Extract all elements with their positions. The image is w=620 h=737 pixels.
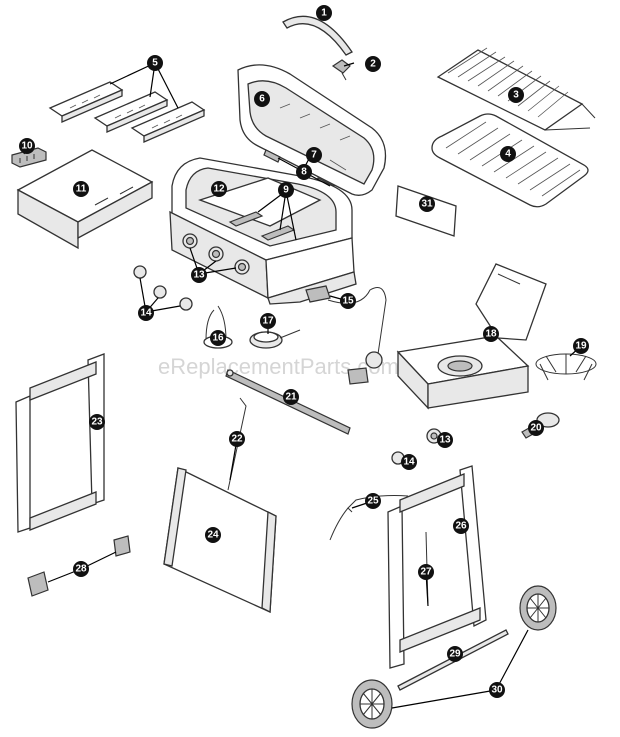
svg-text:25: 25 bbox=[367, 496, 379, 507]
svg-text:3: 3 bbox=[513, 90, 519, 101]
svg-text:6: 6 bbox=[259, 94, 265, 105]
svg-text:29: 29 bbox=[449, 649, 461, 660]
svg-text:2: 2 bbox=[370, 59, 376, 70]
callout-8: 8 bbox=[296, 164, 312, 180]
callout-22: 22 bbox=[229, 431, 245, 447]
part-grease-cup bbox=[249, 329, 301, 349]
callout-24: 24 bbox=[205, 527, 221, 543]
svg-text:18: 18 bbox=[485, 329, 497, 340]
svg-text:13: 13 bbox=[439, 435, 451, 446]
svg-text:11: 11 bbox=[76, 184, 87, 195]
svg-text:22: 22 bbox=[231, 434, 243, 445]
callout-31: 31 bbox=[419, 196, 435, 212]
svg-text:31: 31 bbox=[421, 199, 433, 210]
part-table-bracket bbox=[11, 147, 47, 168]
callout-12: 12 bbox=[211, 181, 227, 197]
svg-text:9: 9 bbox=[283, 185, 289, 196]
callout-25: 25 bbox=[365, 493, 381, 509]
part-heat-tents bbox=[48, 81, 206, 143]
svg-text:4: 4 bbox=[505, 149, 511, 160]
callout-14-right: 14 bbox=[401, 454, 417, 470]
callout-23: 23 bbox=[89, 414, 105, 430]
callout-2: 2 bbox=[365, 56, 381, 72]
callout-9: 9 bbox=[278, 182, 294, 198]
callout-26: 26 bbox=[453, 518, 469, 534]
svg-text:10: 10 bbox=[21, 141, 33, 152]
part-wheels bbox=[351, 585, 557, 729]
svg-text:20: 20 bbox=[530, 423, 542, 434]
part-right-frame bbox=[387, 465, 487, 669]
svg-text:26: 26 bbox=[455, 521, 467, 532]
callout-15: 15 bbox=[340, 293, 356, 309]
callout-13-right: 13 bbox=[437, 432, 453, 448]
callout-10: 10 bbox=[19, 138, 35, 154]
part-lid bbox=[237, 64, 387, 196]
callout-13-left: 13 bbox=[191, 267, 207, 283]
callout-20: 20 bbox=[528, 420, 544, 436]
callout-27: 27 bbox=[418, 564, 434, 580]
svg-text:12: 12 bbox=[213, 184, 225, 195]
callout-30: 30 bbox=[489, 682, 505, 698]
callout-19: 19 bbox=[573, 338, 589, 354]
svg-text:19: 19 bbox=[575, 341, 587, 352]
callout-5: 5 bbox=[147, 55, 163, 71]
callout-7: 7 bbox=[306, 147, 322, 163]
callout-4: 4 bbox=[500, 146, 516, 162]
svg-text:7: 7 bbox=[311, 150, 317, 161]
svg-text:30: 30 bbox=[491, 685, 503, 696]
svg-text:28: 28 bbox=[75, 564, 87, 575]
callout-14-left: 14 bbox=[138, 305, 154, 321]
part-left-frame bbox=[15, 353, 105, 533]
svg-text:14: 14 bbox=[403, 457, 415, 468]
callout-18: 18 bbox=[483, 326, 499, 342]
callout-1: 1 bbox=[316, 5, 332, 21]
svg-text:23: 23 bbox=[91, 417, 103, 428]
callout-28: 28 bbox=[73, 561, 89, 577]
part-side-burner bbox=[396, 263, 547, 410]
svg-text:24: 24 bbox=[207, 530, 219, 541]
part-control-knobs bbox=[182, 233, 250, 275]
part-igniter-rod bbox=[227, 397, 247, 491]
callout-21: 21 bbox=[283, 389, 299, 405]
part-lid-handle bbox=[282, 15, 353, 56]
part-burner-grate bbox=[535, 353, 597, 381]
callout-11: 11 bbox=[73, 181, 89, 197]
callout-6: 6 bbox=[254, 91, 270, 107]
svg-text:17: 17 bbox=[262, 316, 274, 327]
callout-3: 3 bbox=[508, 87, 524, 103]
part-thermometer bbox=[331, 59, 351, 81]
svg-text:14: 14 bbox=[140, 308, 152, 319]
svg-text:15: 15 bbox=[342, 296, 354, 307]
part-side-knob-parts bbox=[391, 428, 442, 465]
svg-text:21: 21 bbox=[285, 392, 297, 403]
callout-17: 17 bbox=[260, 313, 276, 329]
part-leg-caps bbox=[27, 535, 131, 597]
svg-text:13: 13 bbox=[193, 270, 205, 281]
svg-text:1: 1 bbox=[321, 8, 327, 19]
part-knob-bezels bbox=[133, 265, 193, 311]
svg-text:16: 16 bbox=[212, 333, 224, 344]
svg-text:8: 8 bbox=[301, 167, 307, 178]
callout-16: 16 bbox=[210, 330, 226, 346]
part-front-panel bbox=[163, 467, 277, 614]
callout-29: 29 bbox=[447, 646, 463, 662]
svg-text:5: 5 bbox=[152, 58, 158, 69]
svg-text:27: 27 bbox=[420, 567, 432, 578]
part-side-table bbox=[16, 149, 154, 250]
